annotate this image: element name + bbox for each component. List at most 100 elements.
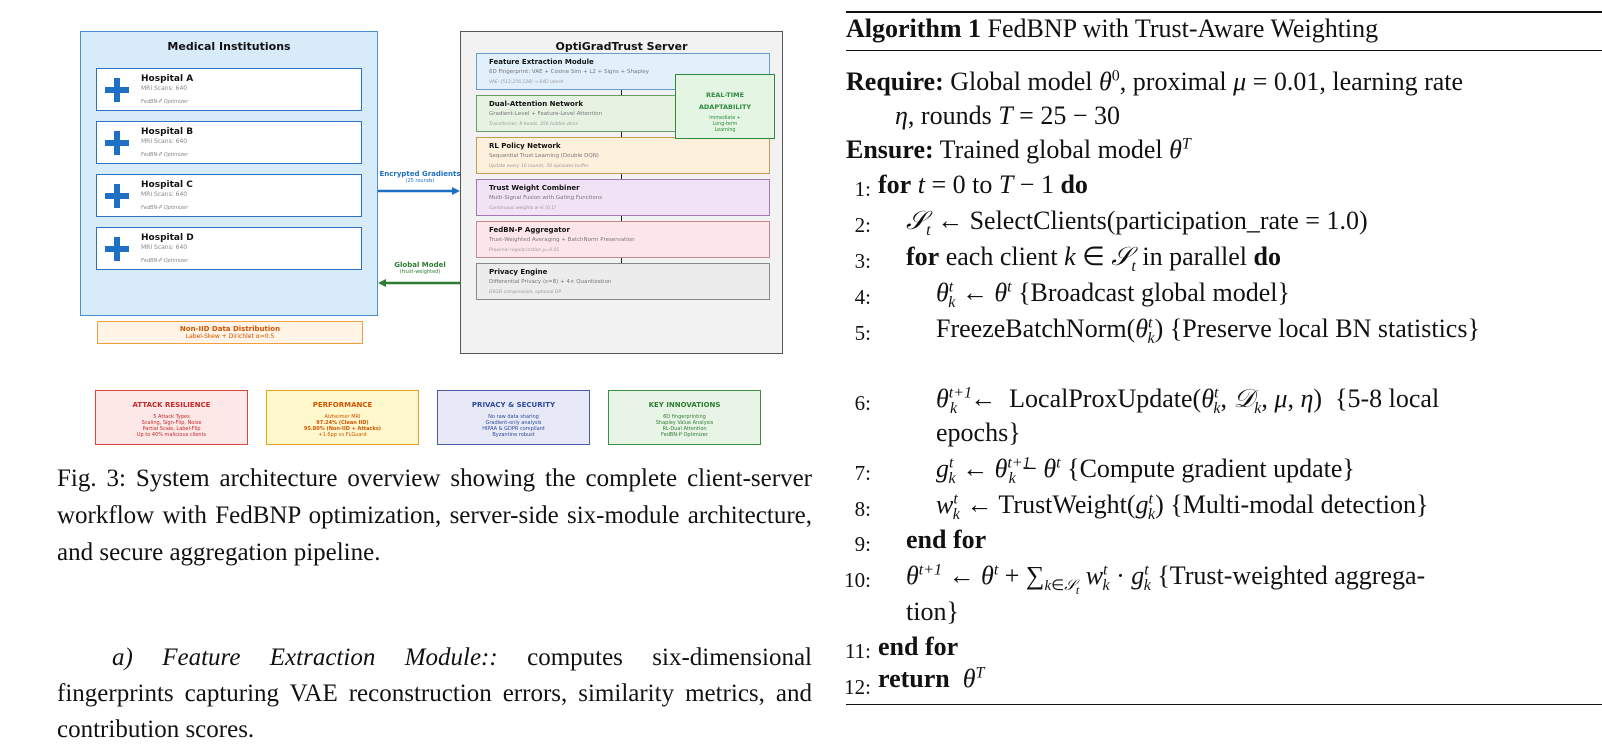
algorithm-bottom-rule <box>846 704 1602 705</box>
medical-cross-icon <box>105 237 129 261</box>
medical-cross-icon <box>105 184 129 208</box>
module-title: Dual-Attention Network <box>489 100 583 108</box>
module-note: VAE: [512,256,128] → 64D latent <box>489 80 564 85</box>
card-line: HIPAA & GDPR compliant <box>482 426 545 432</box>
module-note: DSGD compression, optional DP <box>489 290 562 295</box>
hospital-scans: MRI Scans: 640 <box>141 85 188 92</box>
noniid-box: Non-IID Data Distribution Label-Skew + D… <box>97 321 363 344</box>
institutions-title: Medical Institutions <box>167 40 291 53</box>
line-number: 8: <box>854 497 871 521</box>
line-number: 4: <box>854 285 871 309</box>
hospital-name: Hospital B <box>141 127 194 137</box>
hospital-scans: MRI Scans: 640 <box>141 138 188 145</box>
module-note: Update every 10 rounds, 50 episodes buff… <box>489 164 589 169</box>
global-model-arrow <box>378 279 460 287</box>
card-line: Shapley Value Analysis <box>655 420 714 426</box>
card-line: Up to 40% malicious clients <box>136 432 207 438</box>
hospital-name: Hospital D <box>141 233 194 243</box>
card-line: Partial Scale, Label-Flip <box>142 426 201 432</box>
hospital-optimizer: FedBN-P Optimizer <box>141 152 189 158</box>
card-line: RL-Dual Attention <box>662 426 707 432</box>
module-subtitle: Trust-Weighted Averaging + BatchNorm Pre… <box>489 237 635 243</box>
hospital-optimizer: FedBN-P Optimizer <box>141 258 189 264</box>
line-number: 3: <box>854 249 871 273</box>
card-line: 5 Attack Types <box>153 414 190 420</box>
algorithm-ensure: Ensure: Trained global model θT <box>846 135 1191 164</box>
card-title: PRIVACY & SECURITY <box>471 401 556 409</box>
card-line: 97.24% (Clean IID) <box>316 420 369 426</box>
module-connector-arrow <box>621 216 622 224</box>
hospital-optimizer: FedBN-P Optimizer <box>141 99 189 105</box>
card-line: +1.6pp vs FLGuard <box>318 432 367 438</box>
hospital-card: Hospital C MRI Scans: 640 FedBN-P Optimi… <box>96 174 362 217</box>
card-line: No raw data sharing <box>488 414 539 420</box>
global-model-label: Global Model (trust-weighted) <box>394 261 446 275</box>
card-line: 95.80% (Non-IID + Attacks) <box>303 426 382 432</box>
algorithm-top-rule <box>846 11 1602 13</box>
paragraph: a) Feature Extraction Module:: computes … <box>57 640 812 748</box>
line-number: 5: <box>854 321 871 345</box>
card-title: KEY INNOVATIONS <box>648 401 721 409</box>
medical-cross-icon <box>105 78 129 102</box>
card-line: 6D fingerprinting <box>663 414 706 420</box>
module-title: Trust Weight Combiner <box>489 184 580 192</box>
encrypted-gradients-label: Encrypted Gradients (25 rounds) <box>379 170 461 184</box>
card-title: ATTACK RESILIENCE <box>132 401 211 409</box>
line-number: 9: <box>854 532 871 556</box>
noniid-title: Non-IID Data Distribution <box>179 325 281 333</box>
institutions-panel: Medical Institutions Hospital A MRI Scan… <box>80 31 378 316</box>
module-subtitle: Differential Privacy (ε=8) + 4× Quantiza… <box>489 279 612 285</box>
module-connector-arrow <box>621 90 622 98</box>
module-subtitle: Multi-Signal Fusion with Gating Function… <box>489 195 603 201</box>
paragraph-heading: a) Feature Extraction Module:: <box>112 644 498 671</box>
module-subtitle: 6D Fingerprint: VAE + Cosine Sim + L2 + … <box>489 69 650 75</box>
medical-cross-icon <box>105 131 129 155</box>
line-number: 10: <box>844 568 871 592</box>
module-title: RL Policy Network <box>489 142 561 150</box>
algorithm-title: Algorithm 1 FedBNP with Trust-Aware Weig… <box>846 14 1379 43</box>
card-line: Scaling, Sign-Flip, Noise <box>141 420 202 426</box>
hospital-name: Hospital C <box>141 180 193 190</box>
server-title: OptiGradTrust Server <box>555 40 688 53</box>
card-line: Gradient-only analysis <box>485 420 542 426</box>
module-note: Transformer: 8 heads, 256 hidden dims <box>489 122 578 127</box>
module-connector-arrow <box>621 132 622 140</box>
hospital-scans: MRI Scans: 640 <box>141 244 188 251</box>
module-note: Continuous weights w ∈ [0,1] <box>489 206 556 211</box>
module-note: Proximal regularization μ=0.01 <box>489 248 560 253</box>
noniid-sub: Label-Skew + Dirichlet α=0.5 <box>185 333 275 340</box>
line-number: 1: <box>854 177 871 201</box>
hospital-card: Hospital A MRI Scans: 640 FedBN-P Optimi… <box>96 68 362 111</box>
module-subtitle: Gradient-Level + Feature-Level Attention <box>489 111 602 117</box>
card-title: PERFORMANCE <box>312 401 373 409</box>
module-connector-arrow <box>621 174 622 182</box>
hospital-card: Hospital B MRI Scans: 640 FedBN-P Optimi… <box>96 121 362 164</box>
line-number: 2: <box>854 213 871 237</box>
module-title: Privacy Engine <box>489 268 548 276</box>
line-number: 12: <box>844 675 871 699</box>
line-number: 11: <box>844 639 871 663</box>
figure-caption: Fig. 3: System architecture overview sho… <box>57 465 812 566</box>
hospital-scans: MRI Scans: 640 <box>141 191 188 198</box>
card-line: Byzantine robust <box>492 432 535 438</box>
module-connector-arrow <box>621 258 622 266</box>
hospital-name: Hospital A <box>141 74 194 84</box>
card-line: FedBN-P Optimizer <box>661 432 708 438</box>
hospital-optimizer: FedBN-P Optimizer <box>141 205 189 211</box>
line-number: 7: <box>854 461 871 485</box>
paragraph-text: computes six-dimensional fingerprints ca… <box>57 644 812 743</box>
card-line: Alzheimer MRI <box>324 414 361 420</box>
algorithm-require: Require: Global model θ0, proximal μ = 0… <box>846 67 1464 96</box>
line-number: 6: <box>854 391 871 415</box>
module-subtitle: Sequential Trust Learning (Double DQN) <box>489 153 599 159</box>
encrypted-gradients-arrow <box>378 187 460 195</box>
